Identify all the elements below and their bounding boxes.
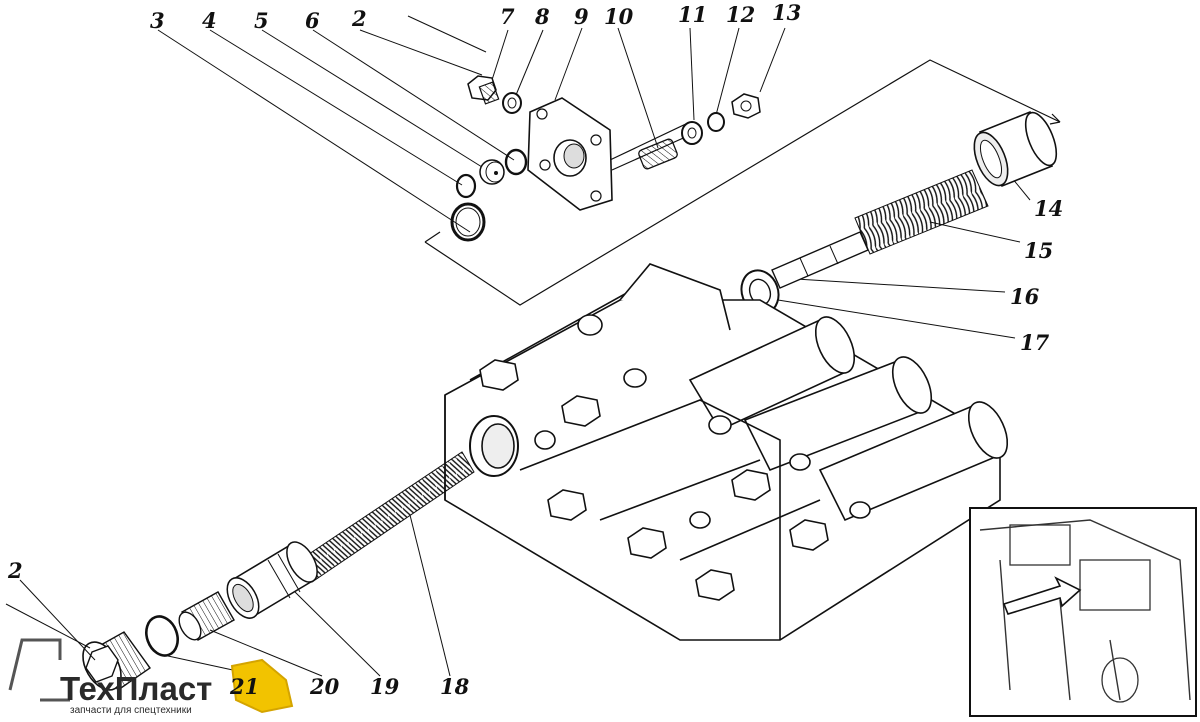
callout-18: 18 (440, 674, 470, 699)
callout-16: 16 (1010, 284, 1040, 309)
o-ring-6 (504, 148, 528, 176)
cover-9 (527, 97, 613, 211)
bushing-19 (226, 541, 318, 619)
callout-2-top: 2 (351, 6, 367, 31)
spring-10 (638, 138, 678, 170)
callout-19: 19 (370, 674, 400, 699)
leader-lines-top (157, 15, 1031, 339)
callout-8: 8 (534, 4, 550, 29)
washer-11 (681, 121, 703, 145)
callout-2-left: 2 (7, 558, 23, 583)
logo-tagline-text: запчасти для спецтехники (70, 705, 192, 716)
callout-5: 5 (254, 8, 269, 33)
logo-brand-text: ТехПласт (60, 670, 212, 707)
washer-8 (502, 92, 522, 114)
callout-12: 12 (726, 2, 755, 27)
callout-14: 14 (1034, 196, 1063, 221)
callout-17: 17 (1020, 330, 1050, 355)
plug-5 (479, 159, 505, 185)
spring-18 (299, 451, 475, 583)
callout-labels: 3 4 5 6 2 7 8 9 10 11 12 13 14 15 16 17 … (7, 0, 1063, 699)
spool-16 (771, 231, 869, 289)
bucket-icon (230, 658, 294, 714)
washer-12 (707, 112, 725, 132)
callout-13: 13 (772, 0, 801, 25)
callout-21: 21 (229, 674, 259, 699)
callout-11: 11 (678, 2, 707, 27)
ring-4 (455, 173, 477, 199)
callout-20: 20 (309, 674, 340, 699)
brand-logo: ТехПласт запчасти для спецтехники (8, 638, 294, 716)
o-ring-21 (145, 615, 179, 657)
callout-9: 9 (574, 4, 589, 29)
callout-3: 3 (150, 8, 165, 33)
location-arrow-icon (1002, 576, 1082, 615)
callout-6: 6 (305, 8, 320, 33)
excavator-outline-icon (8, 638, 70, 702)
nut-13 (731, 93, 761, 119)
callout-4: 4 (202, 8, 217, 33)
leader-lines-bottom (5, 514, 451, 677)
plug-2-bottom (82, 631, 151, 691)
callout-7: 7 (500, 4, 515, 29)
callout-15: 15 (1024, 238, 1053, 263)
valve-body (444, 263, 1009, 641)
spring-15 (854, 169, 989, 255)
callout-10: 10 (604, 4, 634, 29)
sleeve-14 (973, 110, 1058, 188)
location-inset (969, 507, 1197, 717)
plunger-20 (178, 591, 235, 641)
bolt-7 (467, 75, 500, 105)
o-ring-3 (450, 202, 486, 242)
